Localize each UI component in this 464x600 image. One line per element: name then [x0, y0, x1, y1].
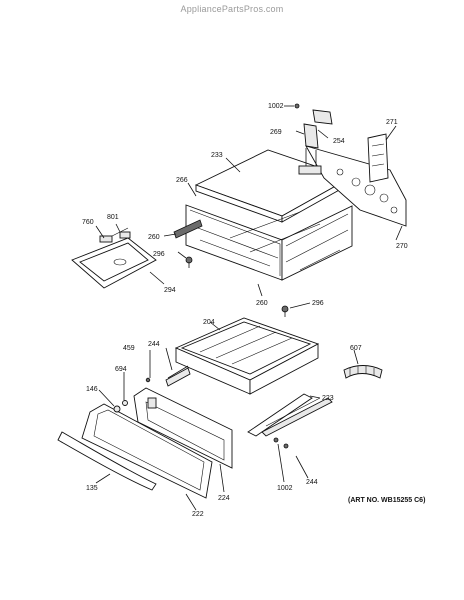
callout-296-lower: 296: [312, 300, 324, 307]
callout-233: 233: [211, 152, 223, 159]
callout-266: 266: [176, 177, 188, 184]
screw-1002-top: [284, 103, 300, 109]
drawer-front-222: [81, 403, 213, 499]
drawer-pan-204: [174, 317, 320, 395]
callout-223: 223: [322, 395, 334, 402]
handle-135: [57, 431, 157, 491]
callout-607: 607: [350, 345, 362, 352]
callout-296: 296: [153, 251, 165, 258]
switch-bracket-254: [298, 109, 333, 175]
module-271: [367, 133, 389, 183]
callout-224: 224: [218, 495, 230, 502]
callout-694: 694: [115, 366, 127, 373]
callout-labels: 1002 269 254 271 233 266 760 801 260 296…: [82, 103, 408, 518]
screws-296: [185, 256, 289, 317]
callout-244: 244: [148, 341, 160, 348]
callout-135: 135: [86, 485, 98, 492]
small-parts-146-694: [113, 377, 151, 413]
callout-146: 146: [86, 386, 98, 393]
callout-260: 260: [148, 234, 160, 241]
callout-269: 269: [270, 129, 282, 136]
callout-1002: 1002: [268, 103, 284, 110]
callout-459: 459: [123, 345, 135, 352]
callout-260-lower: 260: [256, 300, 268, 307]
callout-270: 270: [396, 243, 408, 250]
watermark-text: AppliancePartsPros.com: [180, 4, 284, 14]
spring-607: [343, 365, 383, 379]
art-number: (ART NO. WB15255 C6): [348, 497, 426, 504]
side-rail-244: [165, 365, 191, 387]
callout-222: 222: [192, 511, 204, 518]
callout-1002-lower: 1002: [277, 485, 293, 492]
callout-244-lower: 244: [306, 479, 318, 486]
callout-204: 204: [203, 319, 215, 326]
drawer-frame-224: [133, 387, 233, 469]
leader-lines: [95, 125, 403, 511]
callout-760: 760: [82, 219, 94, 226]
callout-801: 801: [107, 214, 119, 221]
callout-254: 254: [333, 138, 345, 145]
screws-1002-lower: [273, 437, 289, 449]
slide-223: [247, 393, 333, 437]
slide-rail-260: [173, 219, 203, 239]
callout-294: 294: [164, 287, 176, 294]
bracket-294: [71, 227, 157, 289]
callout-271: 271: [386, 119, 398, 126]
rear-panel-270: [305, 145, 407, 227]
